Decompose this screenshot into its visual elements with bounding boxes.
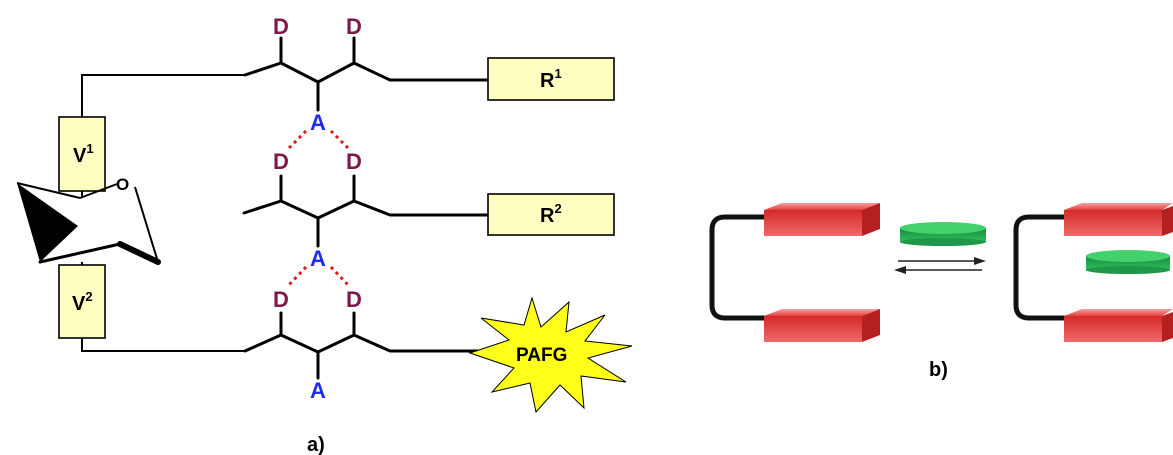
linker-top xyxy=(81,74,245,117)
hbond-1b xyxy=(329,129,352,152)
caption-a: a) xyxy=(307,434,325,455)
donor-3b: D xyxy=(346,287,362,312)
v1-box: V1 xyxy=(58,116,106,192)
ring-oxygen-label: O xyxy=(116,175,129,194)
v1-label: V1 xyxy=(73,141,94,167)
host-right-linker xyxy=(1013,214,1066,321)
equilibrium-arrows xyxy=(894,257,986,274)
caption-b: b) xyxy=(929,359,948,381)
sugar-ring: O xyxy=(16,175,161,265)
acceptor-2: A xyxy=(310,246,326,271)
v2-box: V2 xyxy=(58,264,106,339)
host-left-plate-bottom xyxy=(764,309,880,342)
donor-1a: D xyxy=(273,14,289,39)
host-right-plate-bottom xyxy=(1064,309,1173,342)
pafg-label: PAFG xyxy=(516,345,567,366)
strand-2: D D A xyxy=(242,149,490,271)
host-left-linker xyxy=(709,214,768,321)
panel-a: V1 V2 O D D A xyxy=(16,14,633,455)
strand-3: D D A xyxy=(243,287,480,403)
guest-free xyxy=(900,222,986,246)
donor-2a: D xyxy=(273,149,289,174)
guest-bound xyxy=(1086,250,1170,274)
pafg-star: PAFG xyxy=(468,296,633,414)
r2-label: R2 xyxy=(540,201,562,227)
acceptor-1: A xyxy=(310,110,326,135)
hbond-1a xyxy=(285,129,308,152)
r1-label: R1 xyxy=(540,66,562,92)
r1-box: R1 xyxy=(487,57,615,101)
host-left xyxy=(709,203,880,342)
v2-label: V2 xyxy=(72,289,93,315)
hbond-2b xyxy=(329,265,352,289)
r2-box: R2 xyxy=(487,193,615,236)
host-right-plate-top xyxy=(1064,203,1173,236)
acceptor-3: A xyxy=(310,378,326,403)
hbond-2a xyxy=(285,265,308,289)
donor-1b: D xyxy=(346,14,362,39)
linker-bottom xyxy=(81,336,245,352)
donor-2b: D xyxy=(346,149,362,174)
strand-1: D D A xyxy=(243,14,490,135)
panel-b: b) xyxy=(709,203,1173,381)
host-left-plate-top xyxy=(764,203,880,236)
donor-3a: D xyxy=(273,287,289,312)
host-right xyxy=(1013,203,1173,342)
